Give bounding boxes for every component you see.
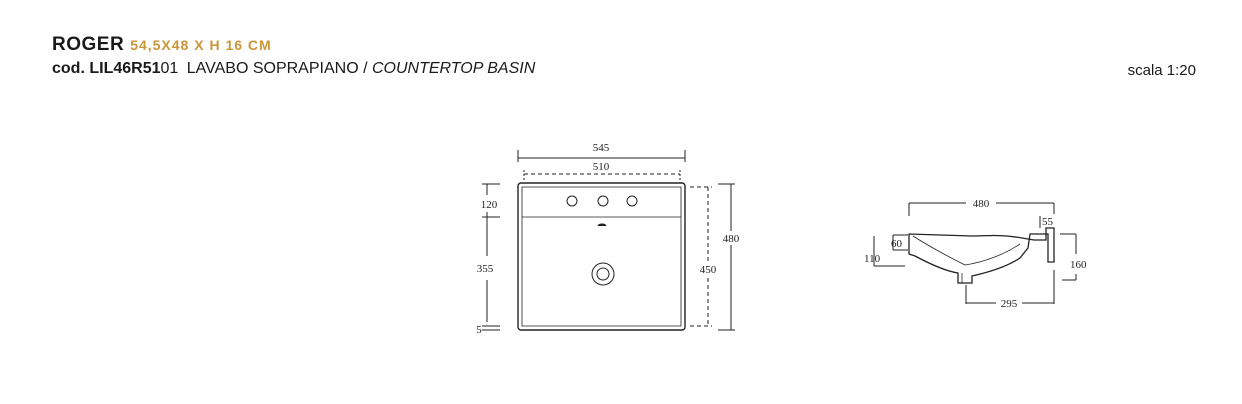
overflow-slot	[597, 223, 607, 227]
label-510: 510	[593, 161, 610, 173]
dim-height	[1060, 233, 1077, 281]
product-dimensions: 54,5X48 X H 16 CM	[130, 37, 272, 53]
product-code-line: cod. LIL46R5101 LAVABO SOPRAPIANO / COUN…	[52, 60, 535, 78]
description-italian: LAVABO SOPRAPIANO /	[186, 60, 368, 77]
scale-label: scala 1:20	[1127, 62, 1196, 79]
basin-profile	[908, 227, 1055, 284]
description-english: COUNTERTOP BASIN	[371, 60, 536, 77]
model-name: ROGER	[52, 34, 125, 55]
label-110: 110	[864, 253, 881, 265]
label-5: 5	[476, 324, 482, 336]
drain-outer	[591, 262, 615, 286]
label-160: 160	[1070, 259, 1087, 271]
tap-hole-right	[626, 195, 638, 207]
product-title: ROGER 54,5X48 X H 16 CM	[52, 34, 272, 56]
dim-width-outer	[517, 150, 686, 162]
tap-hole-left	[566, 195, 578, 207]
label-55: 55	[1042, 216, 1054, 228]
side-view-labels: 480 55 60 110 160 295	[864, 196, 1092, 310]
top-view-labels: 545 510 120 355 5 450 480	[476, 142, 742, 336]
dim-60	[892, 234, 908, 251]
dim-height-outer	[718, 183, 735, 331]
dim-110	[873, 236, 905, 267]
dim-left-segments	[482, 183, 500, 331]
label-480: 480	[723, 233, 740, 245]
code-main: LIL46R51	[89, 60, 161, 77]
label-355: 355	[477, 263, 494, 275]
tap-hole-center	[597, 195, 609, 207]
label-side-480: 480	[973, 198, 990, 210]
label-545: 545	[593, 142, 610, 154]
code-prefix: cod.	[52, 60, 85, 77]
code-suffix: 01	[160, 60, 179, 77]
drain-inner	[596, 267, 610, 281]
dim-height-inner	[690, 186, 712, 327]
label-120: 120	[481, 199, 498, 211]
top-view	[482, 150, 735, 331]
label-295: 295	[1001, 298, 1018, 310]
label-60: 60	[891, 238, 903, 250]
label-450: 450	[700, 264, 717, 276]
basin-outer-outline	[517, 182, 686, 331]
